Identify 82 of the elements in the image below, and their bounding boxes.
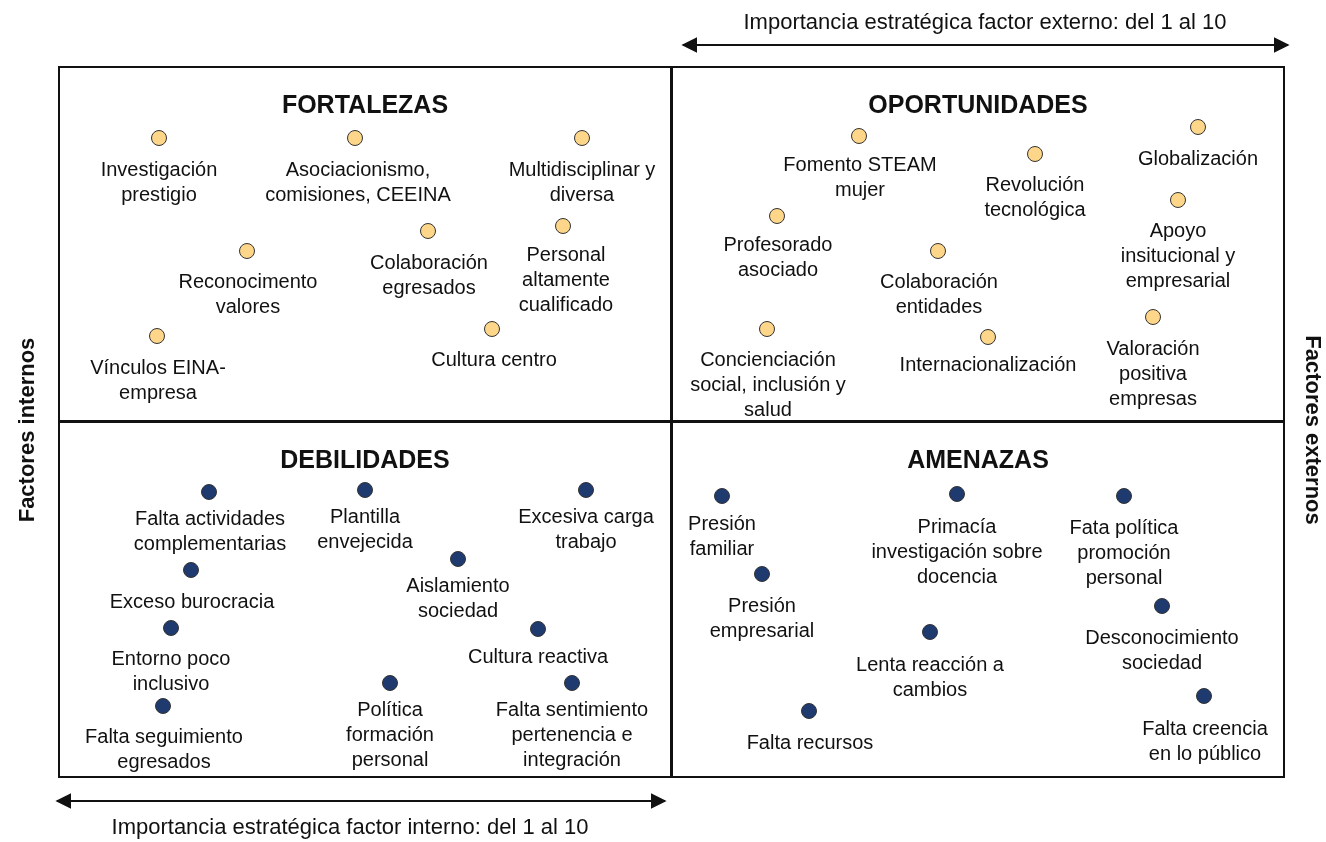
item-label: Personal altamente cualificado bbox=[517, 242, 615, 317]
quadrant-heading: DEBILIDADES bbox=[280, 445, 450, 474]
dot-marker bbox=[484, 321, 500, 337]
dot-marker bbox=[555, 218, 571, 234]
item-label: Fomento STEAM mujer bbox=[782, 152, 938, 202]
dot-marker bbox=[769, 208, 785, 224]
item-label: Cultura reactiva bbox=[466, 644, 610, 669]
item-label: Aislamiento sociedad bbox=[405, 573, 511, 623]
dot-marker bbox=[163, 620, 179, 636]
dot-marker bbox=[530, 621, 546, 637]
item-label: Política formación personal bbox=[345, 697, 435, 772]
item-label: Presión empresarial bbox=[708, 593, 816, 643]
dot-marker bbox=[930, 243, 946, 259]
dot-marker bbox=[1027, 146, 1043, 162]
item-label: Presión familiar bbox=[687, 511, 757, 561]
quadrant-heading: AMENAZAS bbox=[907, 445, 1049, 474]
dot-marker bbox=[564, 675, 580, 691]
item-label: Vínculos EINA-empresa bbox=[89, 355, 227, 405]
quadrant-heading: FORTALEZAS bbox=[281, 90, 449, 119]
dot-marker bbox=[1190, 119, 1206, 135]
item-label: Falta seguimiento egresados bbox=[84, 724, 244, 774]
dot-marker bbox=[1196, 688, 1212, 704]
item-label: Colaboración egresados bbox=[369, 250, 489, 300]
quadrant-panel bbox=[671, 66, 1285, 422]
item-label: Excesiva carga trabajo bbox=[517, 504, 655, 554]
dot-marker bbox=[1116, 488, 1132, 504]
dot-marker bbox=[382, 675, 398, 691]
dot-marker bbox=[450, 551, 466, 567]
item-label: Profesorado asociado bbox=[722, 232, 834, 282]
dot-marker bbox=[714, 488, 730, 504]
dot-marker bbox=[578, 482, 594, 498]
item-label: Reconocimento valores bbox=[177, 269, 319, 319]
item-label: Globalización bbox=[1136, 146, 1260, 171]
axis-title: Factores externos bbox=[1300, 335, 1326, 525]
dot-marker bbox=[801, 703, 817, 719]
quadrant-panel bbox=[58, 421, 672, 778]
dot-marker bbox=[1170, 192, 1186, 208]
axis-title: Factores internos bbox=[14, 337, 40, 523]
item-label: Revolución tecnológica bbox=[983, 172, 1087, 222]
dot-marker bbox=[357, 482, 373, 498]
dot-marker bbox=[851, 128, 867, 144]
axis-caption: Importancia estratégica factor externo: del 1 al 10 bbox=[743, 9, 1227, 35]
dot-marker bbox=[239, 243, 255, 259]
item-label: Falta recursos bbox=[745, 730, 875, 755]
item-label: Fata política promoción personal bbox=[1068, 515, 1180, 590]
item-label: Colaboración entidades bbox=[879, 269, 999, 319]
item-label: Investigación prestigio bbox=[99, 157, 219, 207]
item-label: Internacionalización bbox=[898, 352, 1078, 377]
item-label: Entorno poco inclusivo bbox=[110, 646, 232, 696]
dot-marker bbox=[201, 484, 217, 500]
dot-marker bbox=[149, 328, 165, 344]
item-label: Lenta reacción a cambios bbox=[855, 652, 1005, 702]
item-label: Multidisciplinar y diversa bbox=[507, 157, 657, 207]
dot-marker bbox=[574, 130, 590, 146]
quadrant-panel bbox=[58, 66, 672, 422]
dot-marker bbox=[347, 130, 363, 146]
dot-marker bbox=[151, 130, 167, 146]
item-label: Asociacionismo, comisiones, CEEINA bbox=[264, 157, 452, 207]
dot-marker bbox=[922, 624, 938, 640]
item-label: Falta actividades complementarias bbox=[132, 506, 288, 556]
item-label: Falta sentimiento pertenencia e integración bbox=[494, 697, 650, 772]
dot-marker bbox=[980, 329, 996, 345]
dot-marker bbox=[949, 486, 965, 502]
item-label: Exceso burocracia bbox=[108, 589, 276, 614]
dot-marker bbox=[759, 321, 775, 337]
dot-marker bbox=[183, 562, 199, 578]
dot-marker bbox=[420, 223, 436, 239]
item-label: Apoyo insitucional y empresarial bbox=[1119, 218, 1237, 293]
item-label: Cultura centro bbox=[430, 347, 558, 372]
dot-marker bbox=[1145, 309, 1161, 325]
dot-marker bbox=[754, 566, 770, 582]
item-label: Desconocimiento sociedad bbox=[1084, 625, 1240, 675]
quadrant-panel bbox=[671, 421, 1285, 778]
quadrant-heading: OPORTUNIDADES bbox=[868, 90, 1088, 119]
item-label: Valoración positiva empresas bbox=[1105, 336, 1201, 411]
dot-marker bbox=[1154, 598, 1170, 614]
dot-marker bbox=[155, 698, 171, 714]
item-label: Primacía investigación sobre docencia bbox=[870, 514, 1044, 589]
item-label: Concienciación social, inclusión y salud bbox=[689, 347, 847, 422]
item-label: Falta creencia en lo público bbox=[1141, 716, 1269, 766]
axis-caption: Importancia estratégica factor interno: del 1 al 10 bbox=[111, 814, 589, 840]
item-label: Plantilla envejecida bbox=[316, 504, 414, 554]
